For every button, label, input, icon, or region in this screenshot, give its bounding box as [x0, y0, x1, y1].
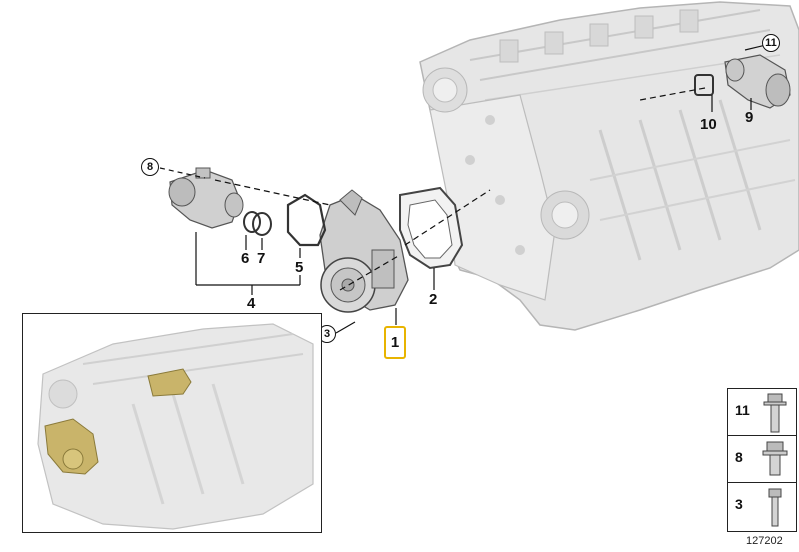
legend-row-11: 11: [728, 389, 796, 436]
o-ring-7-icon: [252, 212, 272, 236]
legend-row-3: 3: [728, 483, 796, 530]
inset-highlighted-pump-icon: [44, 418, 99, 475]
callout-10: 10: [700, 116, 717, 133]
callout-1-highlighted[interactable]: 1: [384, 326, 406, 359]
o-ring-6-icon: [243, 211, 261, 233]
callout-4: 4: [247, 295, 256, 312]
flange-bolt-icon: [762, 441, 788, 476]
hex-bolt-icon: [768, 488, 782, 527]
long-flange-bolt-icon: [763, 393, 787, 433]
leader-lines: [159, 43, 771, 334]
pump-seal-ring-icon: [286, 193, 327, 247]
overview-inset: [22, 313, 322, 533]
square-seal-icon: [694, 74, 714, 96]
thermostat-housing-icon: [724, 54, 791, 109]
legend-row-8: 8: [728, 436, 796, 483]
callout-9: 9: [745, 109, 754, 126]
callout-2: 2: [429, 291, 438, 308]
water-pump-icon: [319, 189, 409, 313]
thermostat-icon: [168, 167, 244, 229]
diagram-reference-number: 127202: [746, 535, 783, 547]
engine-block-icon: [419, 1, 799, 331]
callout-6: 6: [241, 250, 250, 267]
callout-5: 5: [295, 259, 304, 276]
callout-7: 7: [257, 250, 266, 267]
inset-engine-icon: [37, 323, 314, 530]
legend-num-3: 3: [735, 496, 743, 512]
callout-8: 8: [141, 158, 159, 176]
legend-num-8: 8: [735, 449, 743, 465]
callout-11: 11: [762, 34, 780, 52]
bolt-legend: 11 8 3: [727, 388, 797, 532]
legend-num-11: 11: [735, 402, 750, 418]
inset-highlighted-thermostat-icon: [147, 368, 192, 397]
